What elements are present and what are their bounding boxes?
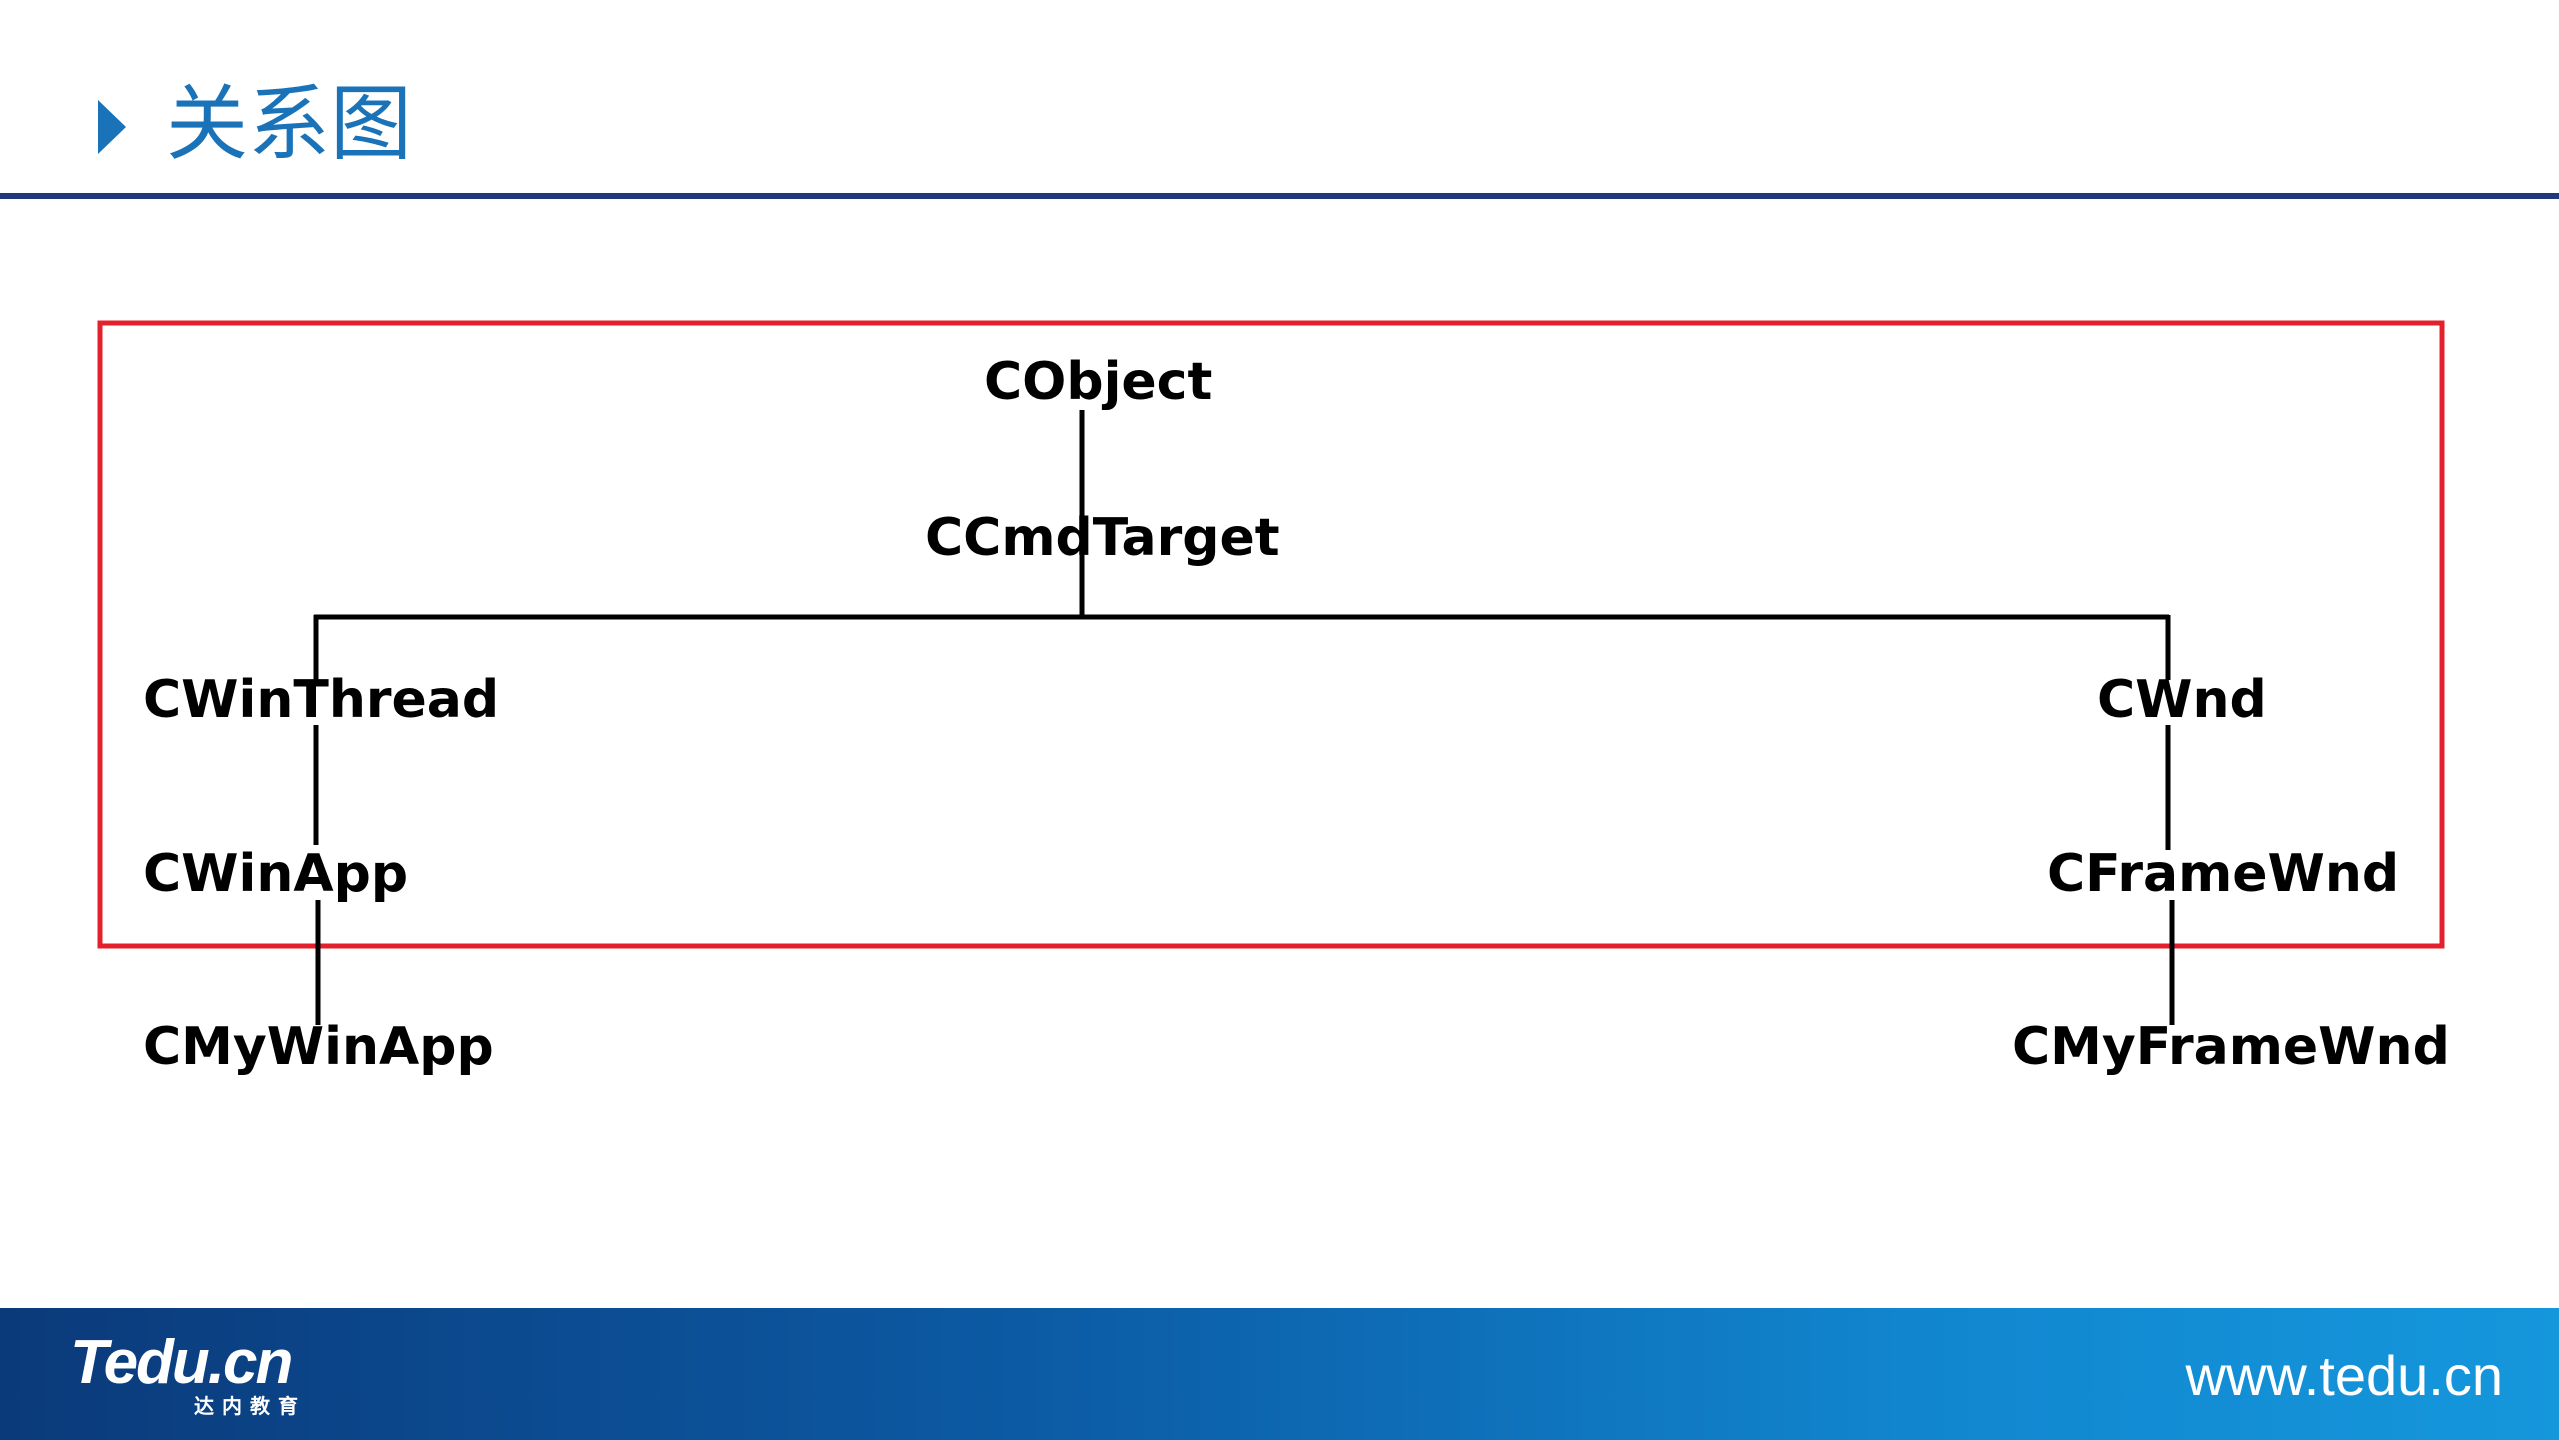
diagram-lines <box>97 320 2445 1025</box>
node-cmyframewnd: CMyFrameWnd <box>2012 1017 2450 1077</box>
slide-header: 关系图 <box>0 0 2559 200</box>
logo-wordmark: Tedu.cn <box>70 1328 293 1397</box>
node-ccmdtarget: CCmdTarget <box>925 508 1280 568</box>
highlight-box <box>97 320 2445 949</box>
node-cobject: CObject <box>984 352 1213 412</box>
header-divider <box>0 193 2559 199</box>
node-cmywinapp: CMyWinApp <box>143 1017 494 1077</box>
slide-title: 关系图 <box>166 77 413 172</box>
title-arrow-icon <box>98 100 126 154</box>
footer-url: www.tedu.cn <box>2185 1344 2504 1407</box>
node-cwinapp: CWinApp <box>143 844 409 904</box>
slide-footer: Tedu.cn 达内教育 www.tedu.cn <box>0 1308 2559 1440</box>
node-cwinthread: CWinThread <box>143 670 500 730</box>
node-cframewnd: CFrameWnd <box>2047 844 2400 904</box>
node-cwnd: CWnd <box>2097 670 2267 730</box>
tedu-logo: Tedu.cn 达内教育 <box>70 1328 330 1428</box>
class-hierarchy-diagram: CObject CCmdTarget CWinThread CWinApp CM… <box>97 320 2450 1077</box>
logo-subtitle: 达内教育 <box>194 1394 306 1418</box>
